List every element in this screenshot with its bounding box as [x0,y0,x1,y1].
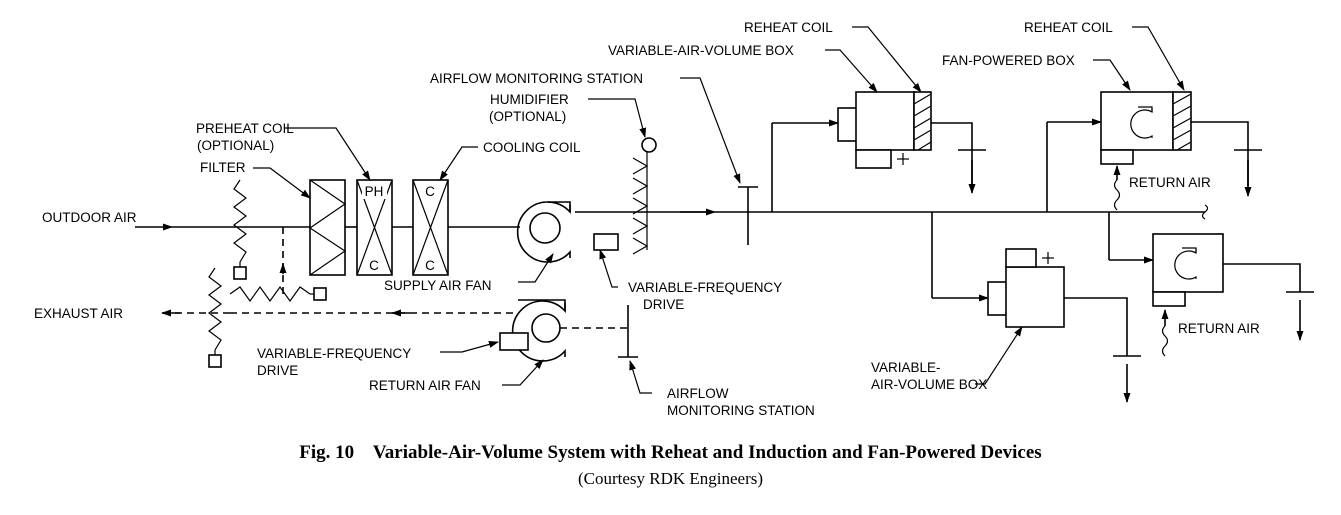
diagram-labels: OUTDOOR AIR EXHAUST AIR FILTER PREHEAT C… [34,20,1260,418]
cooling-coil-label: COOLING COIL [483,140,581,155]
return-air-upper-label: RETURN AIR [1129,175,1211,190]
preheat-coil-bottom-label: C [369,258,379,273]
fan-powered-lower-branch [1108,212,1154,264]
fan-powered-lower-diffuser [1223,263,1314,341]
filter-label: FILTER [200,160,246,175]
humidifier-label: HUMIDIFIER [490,92,569,107]
humidifier-optional-label: (OPTIONAL) [489,109,566,124]
vav-lower-branch [931,212,989,302]
reheat-coil-left-label: REHEAT COIL [744,20,833,35]
figure-caption-title: Fig. 10 Variable-Air-Volume System with … [299,442,1042,463]
reheat-coil-right-label: REHEAT COIL [1024,20,1113,35]
airflow-station-bottom-label-2: MONITORING STATION [667,403,815,418]
cooling-coil-top-label: C [425,184,435,199]
supply-airflow-station [738,186,758,245]
fan-powered-box-upper [1100,91,1192,165]
supply-vfd-drive-label: DRIVE [643,297,684,312]
leader-lines [253,26,1185,394]
supply-main-duct [575,204,1209,220]
cooling-coil: C C [412,179,449,276]
vav-upper-diffuser [931,122,986,194]
fan-powered-upper-return [1113,165,1121,211]
supply-fan-vfd [593,233,619,251]
return-air-fan-label: RETURN AIR FAN [369,378,481,393]
fan-powered-branch [1046,118,1102,212]
figure-caption-credit: (Courtesy RDK Engineers) [577,469,764,488]
return-air-lower-label: RETURN AIR [1178,321,1260,336]
airflow-station-bottom-label: AIRFLOW [667,386,729,401]
vav-box-lower [987,248,1065,328]
exhaust-air-damper [208,267,222,368]
preheat-coil-label: PREHEAT COIL [196,121,294,136]
preheat-coil-top-label: PH [365,184,384,199]
return-airflow-station [618,305,638,358]
preheat-coil: PH C [356,179,393,276]
airflow-station-top-label: AIRFLOW MONITORING STATION [430,71,643,86]
exhaust-air-label: EXHAUST AIR [34,306,123,321]
fan-powered-box-lower [1152,233,1224,307]
outdoor-air-damper [233,179,247,280]
fan-powered-box-label: FAN-POWERED BOX [942,53,1075,68]
return-fan-vfd [499,332,529,351]
return-air-damper [229,285,327,303]
supply-air-fan-label: SUPPLY AIR FAN [384,278,492,293]
filter [308,179,347,276]
return-vfd-drive-label: DRIVE [257,363,298,378]
fan-powered-upper-diffuser [1191,121,1262,197]
vav-box-top-label: VARIABLE-AIR-VOLUME BOX [608,43,794,58]
vav-lower-diffuser [1064,297,1141,403]
preheat-coil-optional-label: (OPTIONAL) [197,138,274,153]
cooling-coil-bottom-label: C [425,258,435,273]
outdoor-air-label: OUTDOOR AIR [42,210,137,225]
vav-box-bottom-label-2: AIR-VOLUME BOX [871,377,987,392]
return-vfd-label: VARIABLE-FREQUENCY [257,346,411,361]
vav-box-bottom-label: VARIABLE- [871,360,941,375]
vav-system-diagram: PH C C C [34,20,1314,418]
supply-vfd-label: VARIABLE-FREQUENCY [628,280,782,295]
fan-powered-lower-return [1161,309,1169,357]
vav-box-upper [837,91,932,169]
return-air-fan [511,299,566,362]
supply-air-fan [516,201,571,263]
vav-reheat-branch [771,119,839,212]
humidifier [632,137,657,255]
